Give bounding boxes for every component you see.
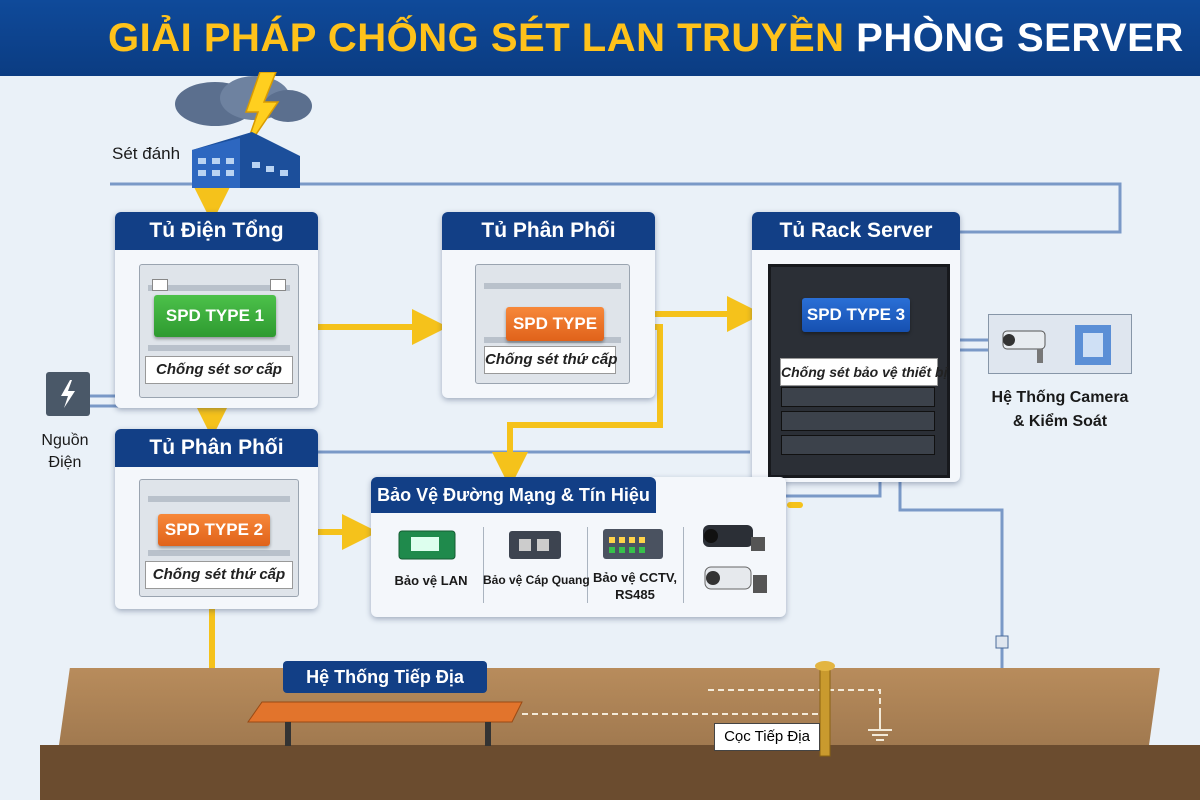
dist-cabinet-bottom-caption: Chống sét thứ cấp [145, 561, 293, 589]
junction-box-icon [995, 635, 1009, 649]
main-cabinet-caption: Chống sét sơ cấp [145, 356, 293, 384]
din-rail [148, 550, 290, 556]
fiber-protector-icon [509, 531, 561, 559]
camera-label: Hệ Thống Camera & Kiểm Soát [985, 386, 1135, 434]
din-rail [148, 496, 290, 502]
cctv-protector-icon [603, 529, 663, 559]
bullet-camera-icon [704, 566, 767, 593]
top-return-wire [110, 182, 1122, 234]
ground-rod-label: Cọc Tiếp Địa [714, 723, 820, 751]
breaker [270, 279, 286, 291]
ground-symbol-icon [868, 714, 892, 741]
lan-protection-label: Bảo vệ LAN [394, 573, 468, 588]
cctv-protection-label: Bảo vệ CCTV, RS485 [592, 570, 678, 602]
rack-server-title: Tủ Rack Server [752, 212, 960, 250]
main-cabinet-title: Tủ Điện Tổng [115, 212, 318, 250]
page-title: GIẢI PHÁP CHỐNG SÉT LAN TRUYỀN PHÒNG SER… [108, 16, 1184, 61]
lan-protector-icon [398, 530, 456, 560]
soil-base [40, 745, 1200, 800]
camera-label-line-1: Hệ Thống Camera [991, 389, 1129, 406]
lightning-bolt-icon [243, 71, 280, 153]
spd-type2-module: SPD TYPE 2 [158, 514, 270, 546]
lightning-label: Sét đánh [112, 144, 181, 163]
access-control-icon [1075, 325, 1111, 365]
camera-wire [960, 338, 990, 352]
grounding-system-label: Hệ Thống Tiếp Địa [283, 661, 487, 693]
ground-rod-icon [815, 661, 835, 757]
title-part-2: PHÒNG SERVER [856, 16, 1184, 60]
cctv-camera-icon [1002, 330, 1046, 363]
network-protection-title: Bảo Vệ Đường Mạng & Tín Hiệu [371, 477, 656, 513]
storm-cloud-icon [175, 71, 312, 188]
network-protection-panel: Bảo Vệ Đường Mạng & Tín Hiệu Bảo vệ LAN … [371, 477, 786, 617]
dist-cabinet-top-panel: Tủ Phân Phối SPD TYPE 2 Chống sét thứ cấ… [442, 212, 655, 398]
dist-cabinet-top-title: Tủ Phân Phối [442, 212, 655, 250]
rack-unit [781, 411, 935, 431]
main-cabinet-panel: Tủ Điện Tổng SPD TYPE 1 Chống sét sơ cấp [115, 212, 318, 408]
din-rail [484, 283, 621, 289]
rack-server-panel: Tủ Rack Server SPD TYPE 3 Chống sét bảo … [752, 212, 960, 482]
rack-unit [781, 435, 935, 455]
rack-server-caption: Chống sét bảo vệ thiết bị [780, 358, 947, 386]
din-rail [148, 345, 290, 351]
camera-box [988, 314, 1132, 374]
spd-type3-module: SPD TYPE 3 [802, 298, 910, 332]
fiber-protection-label: Bảo vệ Cáp Quang [483, 573, 590, 587]
dist-cabinet-top-caption: Chống sét thứ cấp [484, 346, 617, 374]
dome-camera-icon [703, 525, 765, 551]
title-bar: GIẢI PHÁP CHỐNG SÉT LAN TRUYỀN PHÒNG SER… [0, 0, 1200, 76]
spd-type2-module: SPD TYPE 2 [506, 307, 604, 367]
power-source-box [46, 372, 90, 416]
lightning-scene [160, 71, 320, 190]
dist-cabinet-bottom-enclosure: SPD TYPE 2 [139, 479, 299, 597]
rack-unit [781, 387, 935, 407]
electric-bolt-icon [61, 380, 75, 408]
title-part-1: GIẢI PHÁP CHỐNG SÉT LAN TRUYỀN [108, 16, 845, 60]
copper-ground-bar-icon [247, 701, 523, 746]
power-source-label: Nguồn Điện [41, 432, 89, 471]
surveillance-cameras-icon [703, 525, 767, 593]
din-rail [148, 285, 290, 291]
dist-cabinet-bottom-title: Tủ Phân Phối [115, 429, 318, 467]
breaker [152, 279, 168, 291]
rack-ground-wire [898, 480, 1004, 680]
spd-type1-module: SPD TYPE 1 [154, 295, 276, 337]
dist-cabinet-bottom-panel: Tủ Phân Phối SPD TYPE 2 Chống sét thứ cấ… [115, 429, 318, 609]
power-wire [90, 394, 118, 408]
building-icon [192, 132, 300, 188]
camera-label-line-2: & Kiểm Soát [1012, 413, 1108, 430]
